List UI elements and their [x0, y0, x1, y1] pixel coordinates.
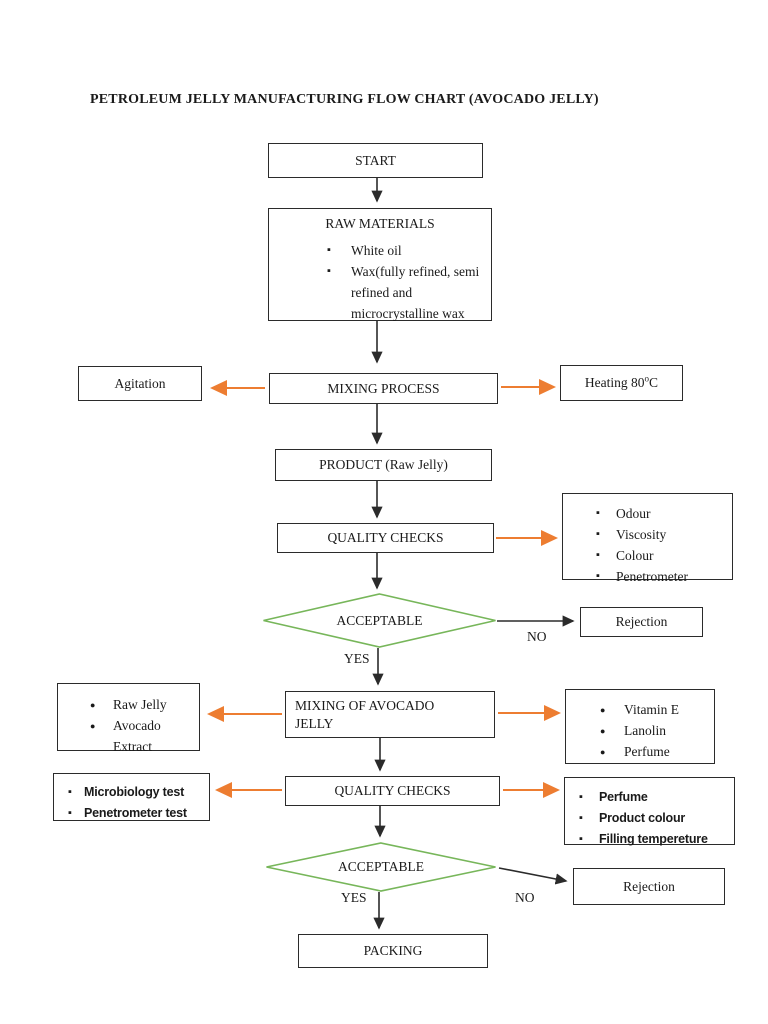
- node-additives: Vitamin E Lanolin Perfume: [565, 689, 715, 764]
- decision-acceptable-1: ACCEPTABLE: [262, 593, 497, 648]
- node-start: START: [268, 143, 483, 178]
- list-item: Avocado Extract: [90, 715, 199, 757]
- node-product: PRODUCT (Raw Jelly): [275, 449, 492, 481]
- node-packing-label: PACKING: [363, 943, 423, 958]
- node-mixing-process-label: MIXING PROCESS: [327, 380, 440, 396]
- arrow-decision2-no: [498, 867, 568, 885]
- list-item: Wax(fully refined, semi refined and micr…: [327, 261, 491, 324]
- decision-1-yes-label: YES: [344, 651, 370, 666]
- diamond-shape: [266, 842, 496, 892]
- raw-materials-list: White oil Wax(fully refined, semi refine…: [269, 240, 491, 324]
- list-item: Penetrometer test: [68, 803, 209, 824]
- list-item: Perfume: [600, 741, 714, 763]
- node-avocado-ingredients: Raw Jelly Avocado Extract: [57, 683, 200, 754]
- node-rejection-2: Rejection: [573, 868, 725, 905]
- node-agitation: Agitation: [78, 366, 202, 401]
- list-item: Filling tempereture: [579, 829, 734, 850]
- node-heating-label: Heating 80oC: [584, 373, 659, 390]
- additives-list: Vitamin E Lanolin Perfume: [566, 699, 714, 763]
- node-rejection-1-label: Rejection: [615, 614, 668, 629]
- list-item: Colour: [596, 545, 732, 566]
- list-item: Product colour: [579, 808, 734, 829]
- node-product-label: PRODUCT (Raw Jelly): [319, 457, 448, 472]
- decision-1-label: ACCEPTABLE: [336, 612, 423, 628]
- list-item: Viscosity: [596, 524, 732, 545]
- list-item: Odour: [596, 503, 732, 524]
- node-mixing-process: MIXING PROCESS: [269, 373, 498, 404]
- list-item: Vitamin E: [600, 699, 714, 721]
- decision-2-yes-label: YES: [341, 890, 367, 905]
- decision-2-no-label: NO: [515, 890, 535, 905]
- node-start-label: START: [355, 152, 396, 168]
- node-agitation-label: Agitation: [114, 375, 166, 391]
- node-qc2-right-tests: Perfume Product colour Filling temperetu…: [564, 777, 735, 850]
- node-quality-checks-1-label: QUALITY CHECKS: [327, 530, 444, 545]
- list-item: Lanolin: [600, 720, 714, 742]
- raw-materials-title: RAW MATERIALS: [325, 216, 435, 231]
- node-rejection-1: Rejection: [580, 607, 703, 637]
- node-packing: PACKING: [298, 934, 488, 968]
- decision-2-label: ACCEPTABLE: [338, 859, 424, 874]
- node-quality-checks-2: QUALITY CHECKS: [285, 776, 500, 806]
- diamond-shape: [263, 593, 496, 648]
- node-rejection-2-label: Rejection: [623, 878, 675, 894]
- list-item: White oil: [327, 240, 491, 261]
- node-qc2-left-tests: Microbiology test Penetrometer test: [53, 773, 210, 824]
- node-qc1-params: Odour Viscosity Colour Penetrometer: [562, 493, 733, 587]
- decision-1-no-label: NO: [527, 629, 547, 644]
- page-title: PETROLEUM JELLY MANUFACTURING FLOW CHART…: [90, 92, 599, 107]
- list-item: Perfume: [579, 787, 734, 808]
- list-item: Raw Jelly: [90, 694, 199, 716]
- list-item: Penetrometer: [596, 566, 732, 587]
- qc2-left-list: Microbiology test Penetrometer test: [54, 782, 209, 824]
- decision-acceptable-2: ACCEPTABLE: [265, 842, 497, 892]
- qc2-right-list: Perfume Product colour Filling temperetu…: [565, 787, 734, 850]
- node-quality-checks-2-label: QUALITY CHECKS: [334, 783, 451, 798]
- node-quality-checks-1: QUALITY CHECKS: [277, 523, 494, 553]
- list-item: Microbiology test: [68, 782, 209, 803]
- qc1-params-list: Odour Viscosity Colour Penetrometer: [563, 503, 732, 587]
- avocado-ingredients-list: Raw Jelly Avocado Extract: [58, 694, 199, 757]
- node-raw-materials: RAW MATERIALS White oil Wax(fully refine…: [268, 208, 492, 321]
- node-heating: Heating 80oC: [560, 365, 683, 401]
